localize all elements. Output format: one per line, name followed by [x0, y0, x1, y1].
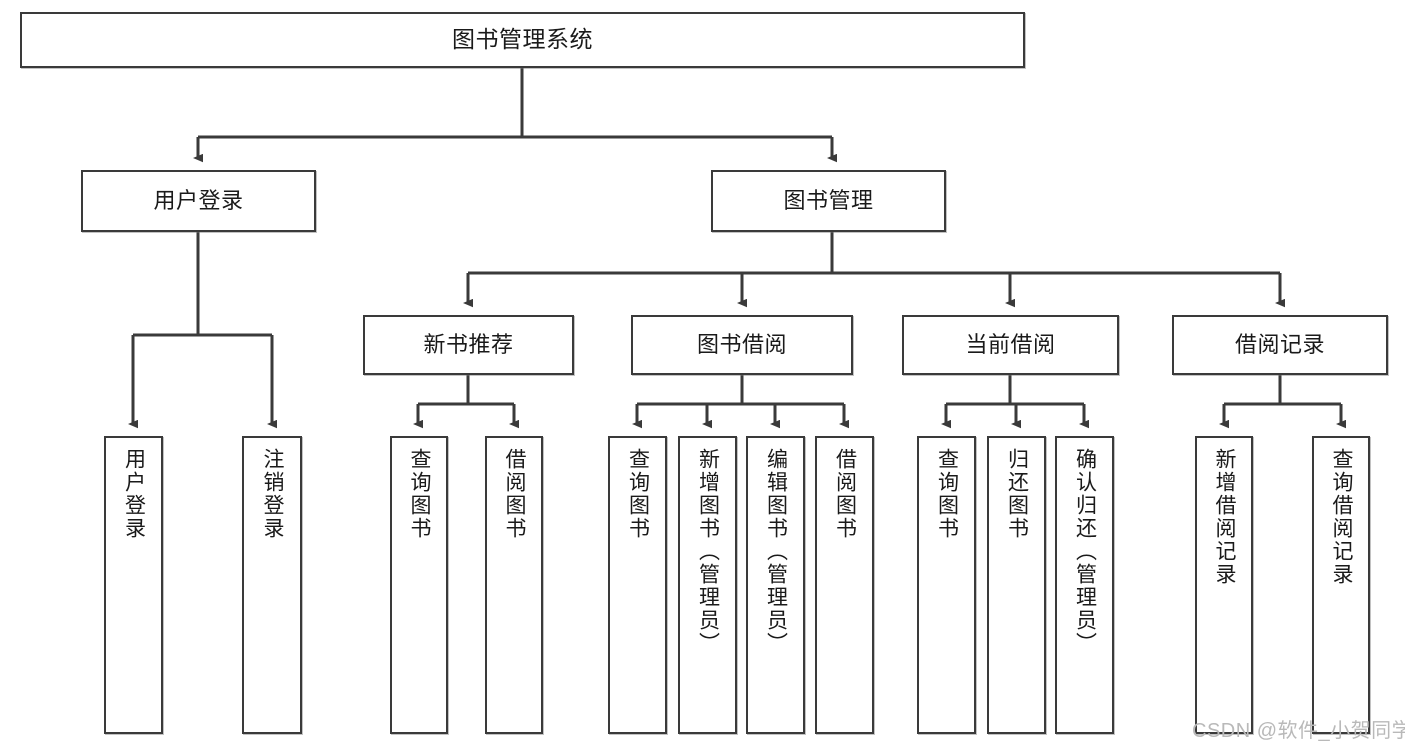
node-user-login[interactable]: 用户登录: [81, 170, 316, 232]
node-book-manage[interactable]: 图书管理: [711, 170, 946, 232]
node-label: 借阅图书: [833, 448, 857, 540]
leaf-borrow-borrow-book[interactable]: 借阅图书: [815, 436, 874, 734]
node-current-borrow[interactable]: 当前借阅: [902, 315, 1119, 375]
node-label: 确认归还（管理员）: [1073, 448, 1097, 655]
node-label: 用户登录: [153, 188, 244, 214]
node-label: 图书管理系统: [452, 26, 593, 53]
node-root-system[interactable]: 图书管理系统: [20, 12, 1025, 68]
node-label: 用户登录: [122, 448, 146, 540]
node-label: 查询图书: [626, 448, 650, 540]
leaf-recommend-borrow-book[interactable]: 借阅图书: [485, 436, 543, 734]
node-label: 归还图书: [1005, 448, 1029, 540]
leaf-current-confirm-return[interactable]: 确认归还（管理员）: [1055, 436, 1114, 734]
node-label: 编辑图书（管理员）: [764, 448, 788, 655]
node-label: 图书管理: [783, 188, 874, 214]
leaf-record-add-record[interactable]: 新增借阅记录: [1195, 436, 1253, 734]
node-label: 借阅图书: [503, 448, 527, 540]
node-borrow-record[interactable]: 借阅记录: [1172, 315, 1388, 375]
node-label: 借阅记录: [1234, 332, 1325, 358]
leaf-record-query-record[interactable]: 查询借阅记录: [1312, 436, 1370, 734]
node-label: 新增图书（管理员）: [696, 448, 720, 655]
leaf-borrow-query-book[interactable]: 查询图书: [608, 436, 667, 734]
watermark-text: CSDN @软件_小贺同学: [1192, 720, 1405, 742]
leaf-current-query-book[interactable]: 查询图书: [917, 436, 976, 734]
leaf-user-logout[interactable]: 注销登录: [242, 436, 302, 734]
node-book-borrow[interactable]: 图书借阅: [631, 315, 853, 375]
node-label: 当前借阅: [965, 332, 1056, 358]
node-label: 查询图书: [935, 448, 959, 540]
node-label: 新增借阅记录: [1213, 448, 1237, 586]
node-label: 注销登录: [261, 448, 285, 540]
leaf-recommend-query-book[interactable]: 查询图书: [390, 436, 448, 734]
leaf-borrow-add-book[interactable]: 新增图书（管理员）: [678, 436, 737, 734]
leaf-current-return-book[interactable]: 归还图书: [987, 436, 1046, 734]
leaf-borrow-edit-book[interactable]: 编辑图书（管理员）: [746, 436, 805, 734]
node-label: 新书推荐: [423, 332, 514, 358]
node-label: 查询借阅记录: [1330, 448, 1354, 586]
leaf-user-login[interactable]: 用户登录: [104, 436, 163, 734]
node-label: 查询图书: [408, 448, 432, 540]
node-label: 图书借阅: [696, 332, 787, 358]
node-new-book-recommend[interactable]: 新书推荐: [363, 315, 574, 375]
